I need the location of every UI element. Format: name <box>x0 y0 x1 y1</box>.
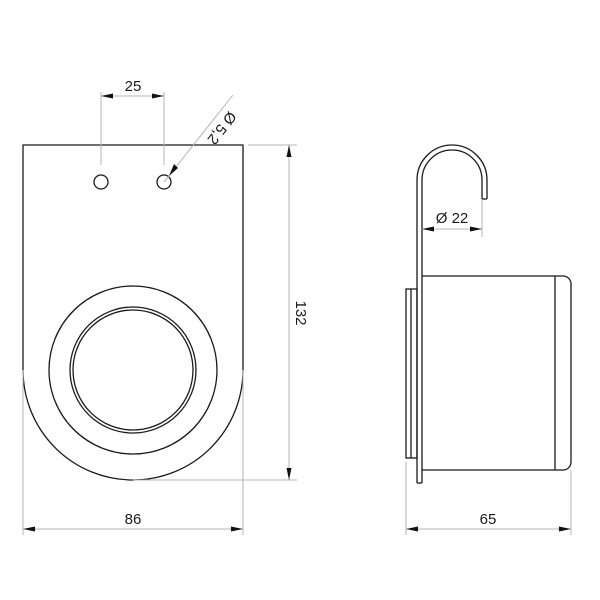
cup-outer-ring <box>48 285 218 455</box>
mounting-hole-right <box>156 174 172 190</box>
hook-diameter-label: Ø 22 <box>436 210 469 227</box>
dimension-depth: 65 <box>405 462 572 535</box>
dimension-hook-diameter: Ø 22 <box>422 200 483 237</box>
width-label: 86 <box>125 511 142 528</box>
dimension-hole-spacing: 25 <box>100 78 165 165</box>
cup-body <box>422 275 572 471</box>
side-view <box>405 144 572 484</box>
dimension-height: 132 <box>133 144 309 481</box>
cup-inner-ring-edge <box>72 309 194 431</box>
cup-inner-ring <box>69 306 197 434</box>
front-view <box>22 144 244 481</box>
hole-spacing-label: 25 <box>125 78 142 95</box>
hole-diameter-label: Ø 5,2 <box>204 108 240 147</box>
dimension-hole-diameter: Ø 5,2 <box>163 94 240 183</box>
depth-label: 65 <box>480 511 497 528</box>
dimension-width: 86 <box>22 370 244 535</box>
height-label: 132 <box>292 300 309 325</box>
hook-outer <box>416 144 488 483</box>
hook-inner <box>421 149 483 483</box>
mounting-hole-left <box>93 174 109 190</box>
